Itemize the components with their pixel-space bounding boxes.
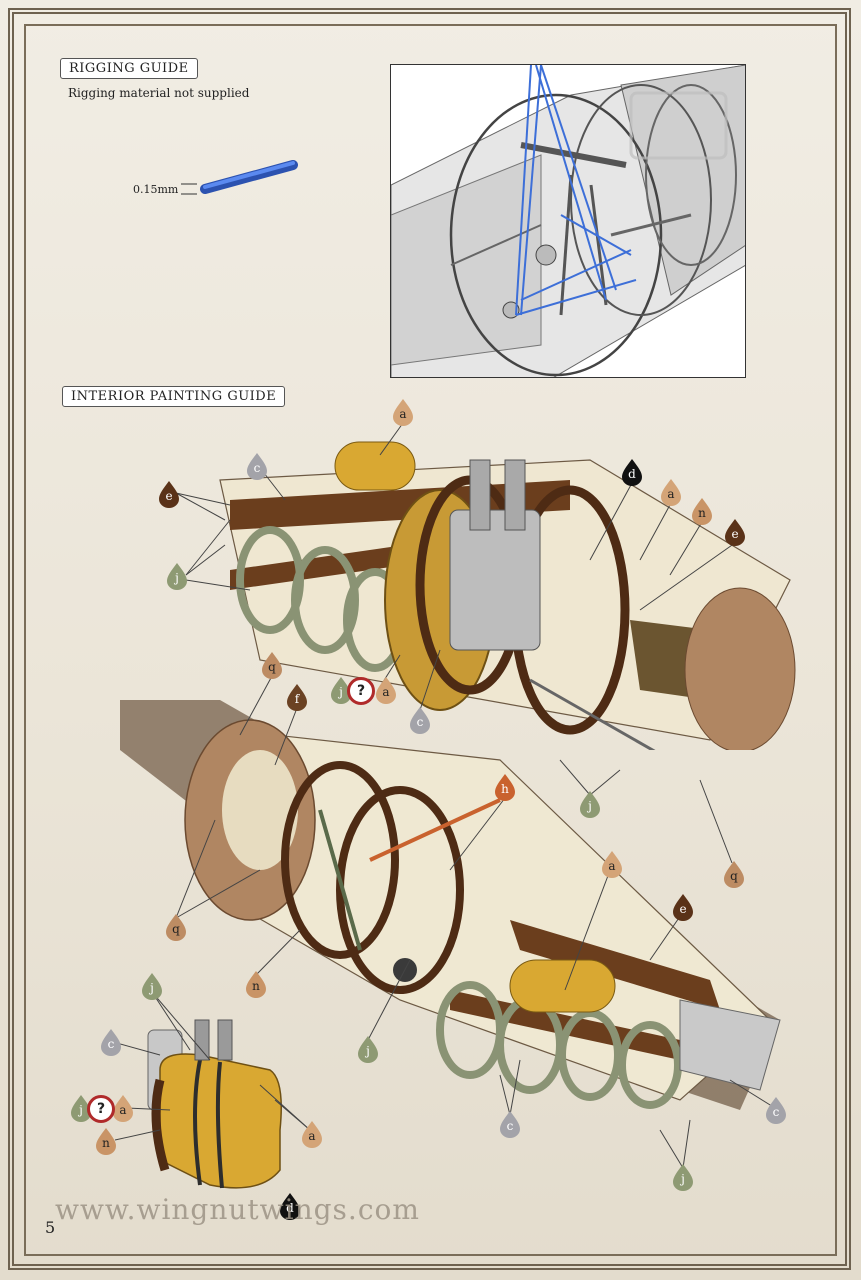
page-number: 5 [45,1218,56,1237]
callout-n-tank-detail: n [95,1127,117,1155]
rear-fuselage-illustration [120,700,781,1110]
callout-d-instrument: d [621,458,643,486]
callout-q-rear-straps: q [165,913,187,941]
callout-q-front-bulkhead: q [261,651,283,679]
forward-fuselage-illustration [219,441,796,750]
callout-e-cockpit: e [724,518,746,546]
interior-painting-guide-title: INTERIOR PAINTING GUIDE [62,386,286,407]
callout-n-rear: n [245,970,267,998]
callout-h-fuel-line: h [494,773,516,801]
callout-a-optional: a [375,676,397,704]
callout-j-front-rings: j [166,562,188,590]
rigging-guide-title: RIGGING GUIDE [60,58,198,79]
page-border-outer [8,8,851,1270]
optional-color-mark: ? [347,677,375,705]
rigging-wire-illustration [181,160,298,195]
page-border-inner [24,24,837,1256]
callout-a-tank-detail: a [112,1094,134,1122]
callout-j-rear-rings: j [672,1163,694,1191]
callout-e-rear-beams: e [672,893,694,921]
callout-c-front-panel: c [246,452,268,480]
wire-size-label: 0.15mm [133,183,179,196]
rigging-note: Rigging material not supplied [68,86,250,100]
callout-j-cockpit-frames: j [579,790,601,818]
callout-q-rear-bulkhead: q [723,860,745,888]
callout-c-rear-cone: c [765,1096,787,1124]
callout-a-fuel-tank: a [392,398,414,426]
callout-j-tank-straps: j [141,972,163,1000]
callout-f-bulkhead: f [286,683,308,711]
optional-color-mark-tank: ? [87,1095,115,1123]
callout-j-tank-optional: j [70,1094,92,1122]
callout-n-cockpit: n [691,497,713,525]
callout-c-engine: c [409,706,431,734]
callout-a-tank-caps: a [301,1120,323,1148]
callout-j-optional: j [330,676,352,704]
tank-detail-illustration [147,1019,282,1189]
callout-c-tank-detail: c [100,1028,122,1056]
callout-a-rear-tank: a [601,850,623,878]
callout-c-rear-panel: c [499,1110,521,1138]
rigging-diagram [390,64,746,378]
website-watermark: www.wingnutwings.com [55,1193,420,1226]
callout-a-cockpit: a [660,478,682,506]
callout-j-control-column: j [357,1035,379,1063]
callout-d-tank-bottom: d [279,1192,301,1220]
callout-e-front-frames: e [158,480,180,508]
